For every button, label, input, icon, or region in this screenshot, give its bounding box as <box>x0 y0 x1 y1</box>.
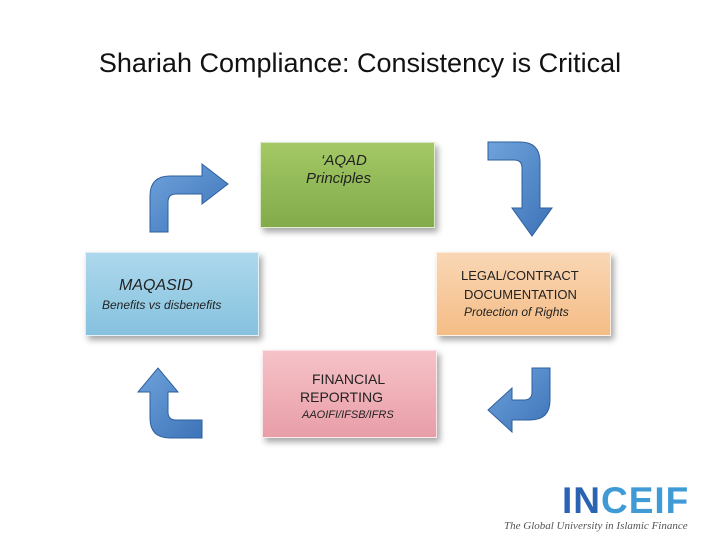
financial-subtitle: AAOIFI/IFSB/IFRS <box>302 409 394 421</box>
financial-reporting-box: FINANCIAL REPORTING AAOIFI/IFSB/IFRS <box>262 350 437 438</box>
maqasid-title: MAQASID <box>119 277 193 294</box>
aqad-subtitle: Principles <box>306 170 372 187</box>
financial-title-line2: REPORTING <box>300 389 383 405</box>
logo-tagline: The Global University in Islamic Finance <box>504 520 688 532</box>
legal-title-line1: LEGAL/CONTRACT <box>461 268 579 283</box>
arrow-top-left-icon <box>149 162 229 233</box>
arrow-bottom-right-icon <box>487 367 551 434</box>
logo-part1: IN <box>562 480 601 521</box>
maqasid-box: MAQASID Benefits vs disbenefits <box>85 252 259 336</box>
logo-part2: CEIF <box>601 480 690 521</box>
aqad-title: ‘AQAD <box>321 152 367 169</box>
legal-subtitle: Protection of Rights <box>464 305 569 319</box>
arrow-top-right-icon <box>487 141 553 237</box>
legal-title-line2: DOCUMENTATION <box>464 287 577 302</box>
financial-title-line1: FINANCIAL <box>312 371 386 387</box>
maqasid-subtitle: Benefits vs disbenefits <box>102 298 222 312</box>
arrow-bottom-left-icon <box>136 367 203 439</box>
inceif-logo: INCEIF <box>562 480 689 522</box>
page-title: Shariah Compliance: Consistency is Criti… <box>98 48 622 78</box>
legal-contract-box: LEGAL/CONTRACT DOCUMENTATION Protection … <box>436 252 611 336</box>
aqad-principles-box: ‘AQAD Principles <box>260 142 435 228</box>
